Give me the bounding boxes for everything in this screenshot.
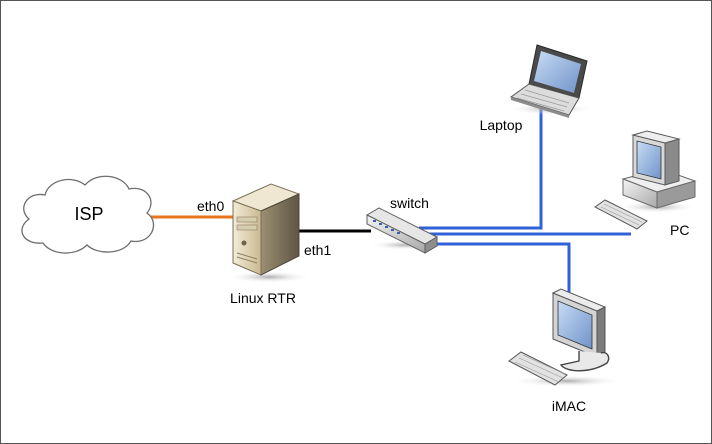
laptop-node: Laptop <box>480 44 593 133</box>
pc-node: PC <box>594 130 697 238</box>
lan-links <box>419 108 631 295</box>
router-node: Linux RTR eth0 eth1 <box>197 183 331 306</box>
switch-node: switch <box>365 195 441 254</box>
desktop-pc-icon <box>594 130 697 230</box>
network-switch-icon <box>365 207 439 254</box>
cloud-icon <box>21 175 155 254</box>
link-switch-imac <box>435 242 571 295</box>
switch-label: switch <box>390 195 429 211</box>
eth1-label: eth1 <box>304 242 331 258</box>
imac-label: iMAC <box>552 398 586 414</box>
laptop-label: Laptop <box>480 117 523 133</box>
eth0-label: eth0 <box>197 198 224 214</box>
server-tower-icon <box>231 183 301 276</box>
link-switch-laptop <box>419 108 543 230</box>
imac-node: iMAC <box>508 288 623 414</box>
isp-node: ISP <box>21 175 155 254</box>
router-label: Linux RTR <box>230 290 296 306</box>
pc-label: PC <box>670 222 689 238</box>
isp-label: ISP <box>74 204 103 224</box>
laptop-icon <box>509 44 588 118</box>
imac-monitor-icon <box>508 288 610 386</box>
